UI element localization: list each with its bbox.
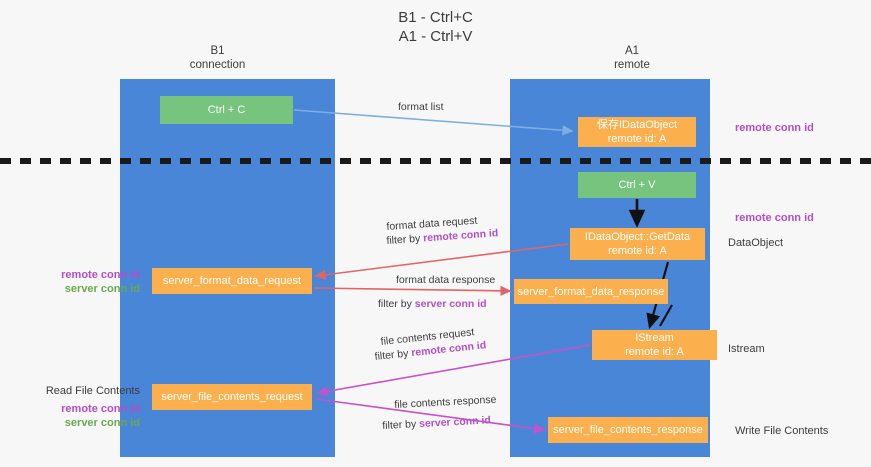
node-server-file-contents-response-label: server_file_contents_response [553,424,703,436]
annotation-left-conn-ids: remote conn id server conn id [20,268,140,296]
title-line-1: B1 - Ctrl+C [398,9,473,26]
node-save-idataobject-line2: remote id: A [607,133,667,145]
column-header-a1: A1 remote [552,44,712,72]
diagram-title: B1 - Ctrl+C A1 - Ctrl+V [0,8,871,46]
edge-filter-file-contents-response: filter by server conn id [382,413,491,433]
filter-remote-conn-id: remote conn id [422,227,499,245]
annotation-right-write-text: Write File Contents [735,425,829,437]
annotation-read-file-contents-text: Read File Contents [45,385,140,397]
column-b1-role: connection [189,59,246,71]
node-server-format-data-request-label: server_format_data_request [162,275,302,287]
node-istream-line1: IStream [635,332,674,344]
filter-prefix: filter by [382,418,420,432]
edge-label-format-list-text: format list [398,101,444,113]
filter-prefix: filter by [374,347,412,363]
annotation-read-remote-conn-id: remote conn id [61,403,140,415]
node-ctrl-v-label: Ctrl + V [618,179,656,191]
node-server-file-contents-request[interactable]: server_file_contents_request [152,384,312,410]
annotation-read-file-contents: Read File Contents [20,384,140,398]
annotation-read-server-conn-id: server conn id [64,417,140,429]
edge-label-file-contents-response-text: file contents response [394,393,497,411]
annotation-right-write-file-contents: Write File Contents [735,424,828,438]
edge-format-data-response [313,285,512,296]
edge-label-format-data-response-text: format data response [396,274,496,286]
edge-label-file-contents-response: file contents response [394,393,497,412]
annotation-right-top-text: remote conn id [735,122,814,134]
filter-server-conn-id: server conn id [418,414,492,431]
annotation-read-conn-ids: remote conn id server conn id [20,402,140,430]
annotation-right-istream: Istream [728,342,765,356]
node-istream[interactable]: IStream remote id: A [592,330,717,360]
edge-label-format-data-response: format data response [396,273,495,287]
node-ctrl-c-label: Ctrl + C [207,104,246,116]
annotation-right-mid-text: remote conn id [735,212,814,224]
annotation-right-dataobject: DataObject [728,236,783,250]
filter-prefix: filter by [378,298,415,310]
column-a1-name: A1 [624,45,640,57]
edge-filter-format-data-response: filter by server conn id [378,297,487,311]
node-save-idataobject[interactable]: 保存IDataObject remote id: A [578,117,696,147]
node-save-idataobject-line1: 保存IDataObject [596,119,678,131]
node-getdata-line1: IDataObject::GetData [584,231,691,243]
node-ctrl-v[interactable]: Ctrl + V [578,172,696,198]
node-ctrl-c[interactable]: Ctrl + C [160,96,293,124]
edge-label-format-list: format list [398,100,444,114]
node-istream-line2: remote id: A [625,346,684,358]
node-server-format-data-request[interactable]: server_format_data_request [152,268,312,294]
node-server-file-contents-response[interactable]: server_file_contents_response [548,417,708,443]
column-b1-name: B1 [210,45,225,57]
annotation-left-remote-conn-id: remote conn id [61,269,140,281]
node-idataobject-getdata[interactable]: IDataObject::GetData remote id: A [570,228,705,260]
column-header-b1: B1 connection [150,44,285,72]
annotation-right-dataobject-text: DataObject [728,237,784,249]
column-a1-role: remote [614,59,650,71]
title-line-2: A1 - Ctrl+V [398,28,473,45]
node-server-format-data-response[interactable]: server_format_data_response [514,279,668,304]
node-server-format-data-response-label: server_format_data_response [517,285,665,298]
annotation-left-server-conn-id: server conn id [64,283,140,295]
node-server-file-contents-request-label: server_file_contents_request [161,391,303,403]
filter-prefix: filter by [386,232,424,247]
annotation-right-top-remote-conn-id: remote conn id [735,121,814,135]
filter-server-conn-id: server conn id [414,298,487,310]
annotation-right-istream-text: Istream [728,343,765,355]
annotation-right-mid-remote-conn-id: remote conn id [735,211,814,225]
node-getdata-line2: remote id: A [608,245,667,257]
